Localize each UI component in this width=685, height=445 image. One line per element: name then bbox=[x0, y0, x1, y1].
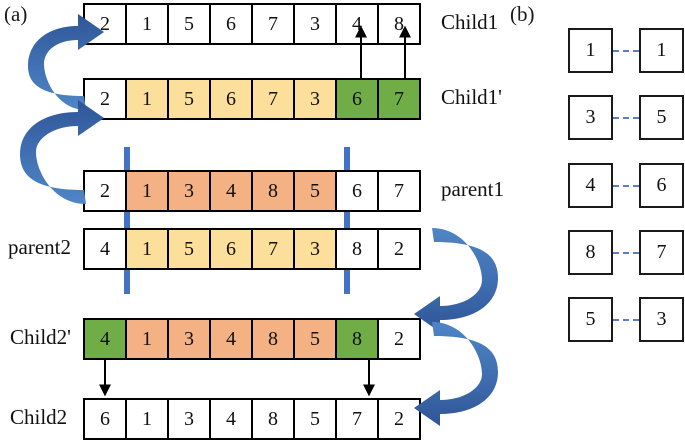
ribbon-arrow-child2prime-to-child2 bbox=[414, 322, 498, 426]
cell: 6 bbox=[83, 398, 127, 440]
panel-b-label: (b) bbox=[510, 2, 535, 26]
cell: 8 bbox=[335, 318, 379, 360]
cell: 7 bbox=[251, 3, 295, 45]
cell: 4 bbox=[209, 398, 253, 440]
row-child1-prime: 2 1 5 6 7 3 6 7 bbox=[83, 78, 421, 120]
cell: 3 bbox=[167, 170, 211, 212]
cell: 4 bbox=[209, 170, 253, 212]
cell: 5 bbox=[293, 170, 337, 212]
cell: 3 bbox=[293, 3, 337, 45]
mapping-dashed-link bbox=[613, 117, 639, 119]
cell: 8 bbox=[251, 318, 295, 360]
cell: 1 bbox=[125, 170, 169, 212]
row-child1: 2 1 5 6 7 3 4 8 bbox=[83, 3, 421, 45]
row-child2: 6 1 3 4 8 5 7 2 bbox=[83, 398, 421, 440]
cell: 4 bbox=[209, 318, 253, 360]
mapping-left-box: 4 bbox=[568, 163, 613, 208]
cell: 4 bbox=[83, 318, 127, 360]
cell: 2 bbox=[83, 78, 127, 120]
cell: 5 bbox=[167, 228, 211, 270]
cell: 4 bbox=[83, 228, 127, 270]
mapping-right-box: 3 bbox=[639, 297, 684, 342]
cell: 4 bbox=[335, 3, 379, 45]
cell: 2 bbox=[377, 228, 421, 270]
cell: 7 bbox=[251, 78, 295, 120]
cell: 7 bbox=[377, 170, 421, 212]
mapping-left-box: 1 bbox=[568, 28, 613, 73]
cell: 3 bbox=[293, 228, 337, 270]
cell: 1 bbox=[125, 318, 169, 360]
cell: 6 bbox=[209, 3, 253, 45]
mapping-right-box: 5 bbox=[639, 95, 684, 140]
crossover-cut-marker-left bbox=[124, 147, 130, 294]
mapping-dashed-link bbox=[613, 252, 639, 254]
row-label-parent1: parent1 bbox=[441, 177, 504, 201]
cell: 2 bbox=[377, 398, 421, 440]
cell: 3 bbox=[293, 78, 337, 120]
row-label-child2: Child2 bbox=[10, 405, 68, 429]
mapping-left-box: 3 bbox=[568, 95, 613, 140]
cell: 6 bbox=[209, 78, 253, 120]
cell: 5 bbox=[167, 78, 211, 120]
cell: 6 bbox=[335, 170, 379, 212]
panel-a-label: (a) bbox=[4, 2, 28, 26]
mapping-dashed-link bbox=[613, 50, 639, 52]
cell: 1 bbox=[125, 78, 169, 120]
cell: 1 bbox=[125, 3, 169, 45]
mapping-dashed-link bbox=[613, 319, 639, 321]
cell: 1 bbox=[125, 398, 169, 440]
cell: 2 bbox=[377, 318, 421, 360]
mapping-right-box: 7 bbox=[639, 230, 684, 275]
row-parent1: 2 1 3 4 8 5 6 7 bbox=[83, 170, 421, 212]
cell: 6 bbox=[335, 78, 379, 120]
cell: 7 bbox=[251, 228, 295, 270]
cell: 5 bbox=[293, 318, 337, 360]
cell: 8 bbox=[251, 170, 295, 212]
row-label-child1-prime: Child1' bbox=[441, 85, 502, 109]
row-label-parent2: parent2 bbox=[8, 235, 71, 259]
mapping-right-box: 6 bbox=[639, 163, 684, 208]
cell: 7 bbox=[377, 78, 421, 120]
mapping-right-box: 1 bbox=[639, 28, 684, 73]
cell: 7 bbox=[335, 398, 379, 440]
ribbon-arrow-parent2-to-child2prime bbox=[414, 228, 498, 332]
cell: 8 bbox=[335, 228, 379, 270]
cell: 2 bbox=[83, 3, 127, 45]
mapping-left-box: 8 bbox=[568, 230, 613, 275]
cell: 3 bbox=[167, 318, 211, 360]
row-child2-prime: 4 1 3 4 8 5 8 2 bbox=[83, 318, 421, 360]
cell: 6 bbox=[209, 228, 253, 270]
mapping-left-box: 5 bbox=[568, 297, 613, 342]
cell: 3 bbox=[167, 398, 211, 440]
row-parent2: 4 1 5 6 7 3 8 2 bbox=[83, 228, 421, 270]
cell: 8 bbox=[377, 3, 421, 45]
cell: 1 bbox=[125, 228, 169, 270]
cell: 5 bbox=[167, 3, 211, 45]
row-label-child2-prime: Child2' bbox=[10, 325, 71, 349]
copy-arrow-group-bottom bbox=[99, 360, 375, 397]
cell: 2 bbox=[83, 170, 127, 212]
cell: 8 bbox=[251, 398, 295, 440]
row-label-child1: Child1 bbox=[441, 10, 499, 34]
mapping-dashed-link bbox=[613, 185, 639, 187]
crossover-cut-marker-right bbox=[344, 147, 350, 294]
cell: 5 bbox=[293, 398, 337, 440]
